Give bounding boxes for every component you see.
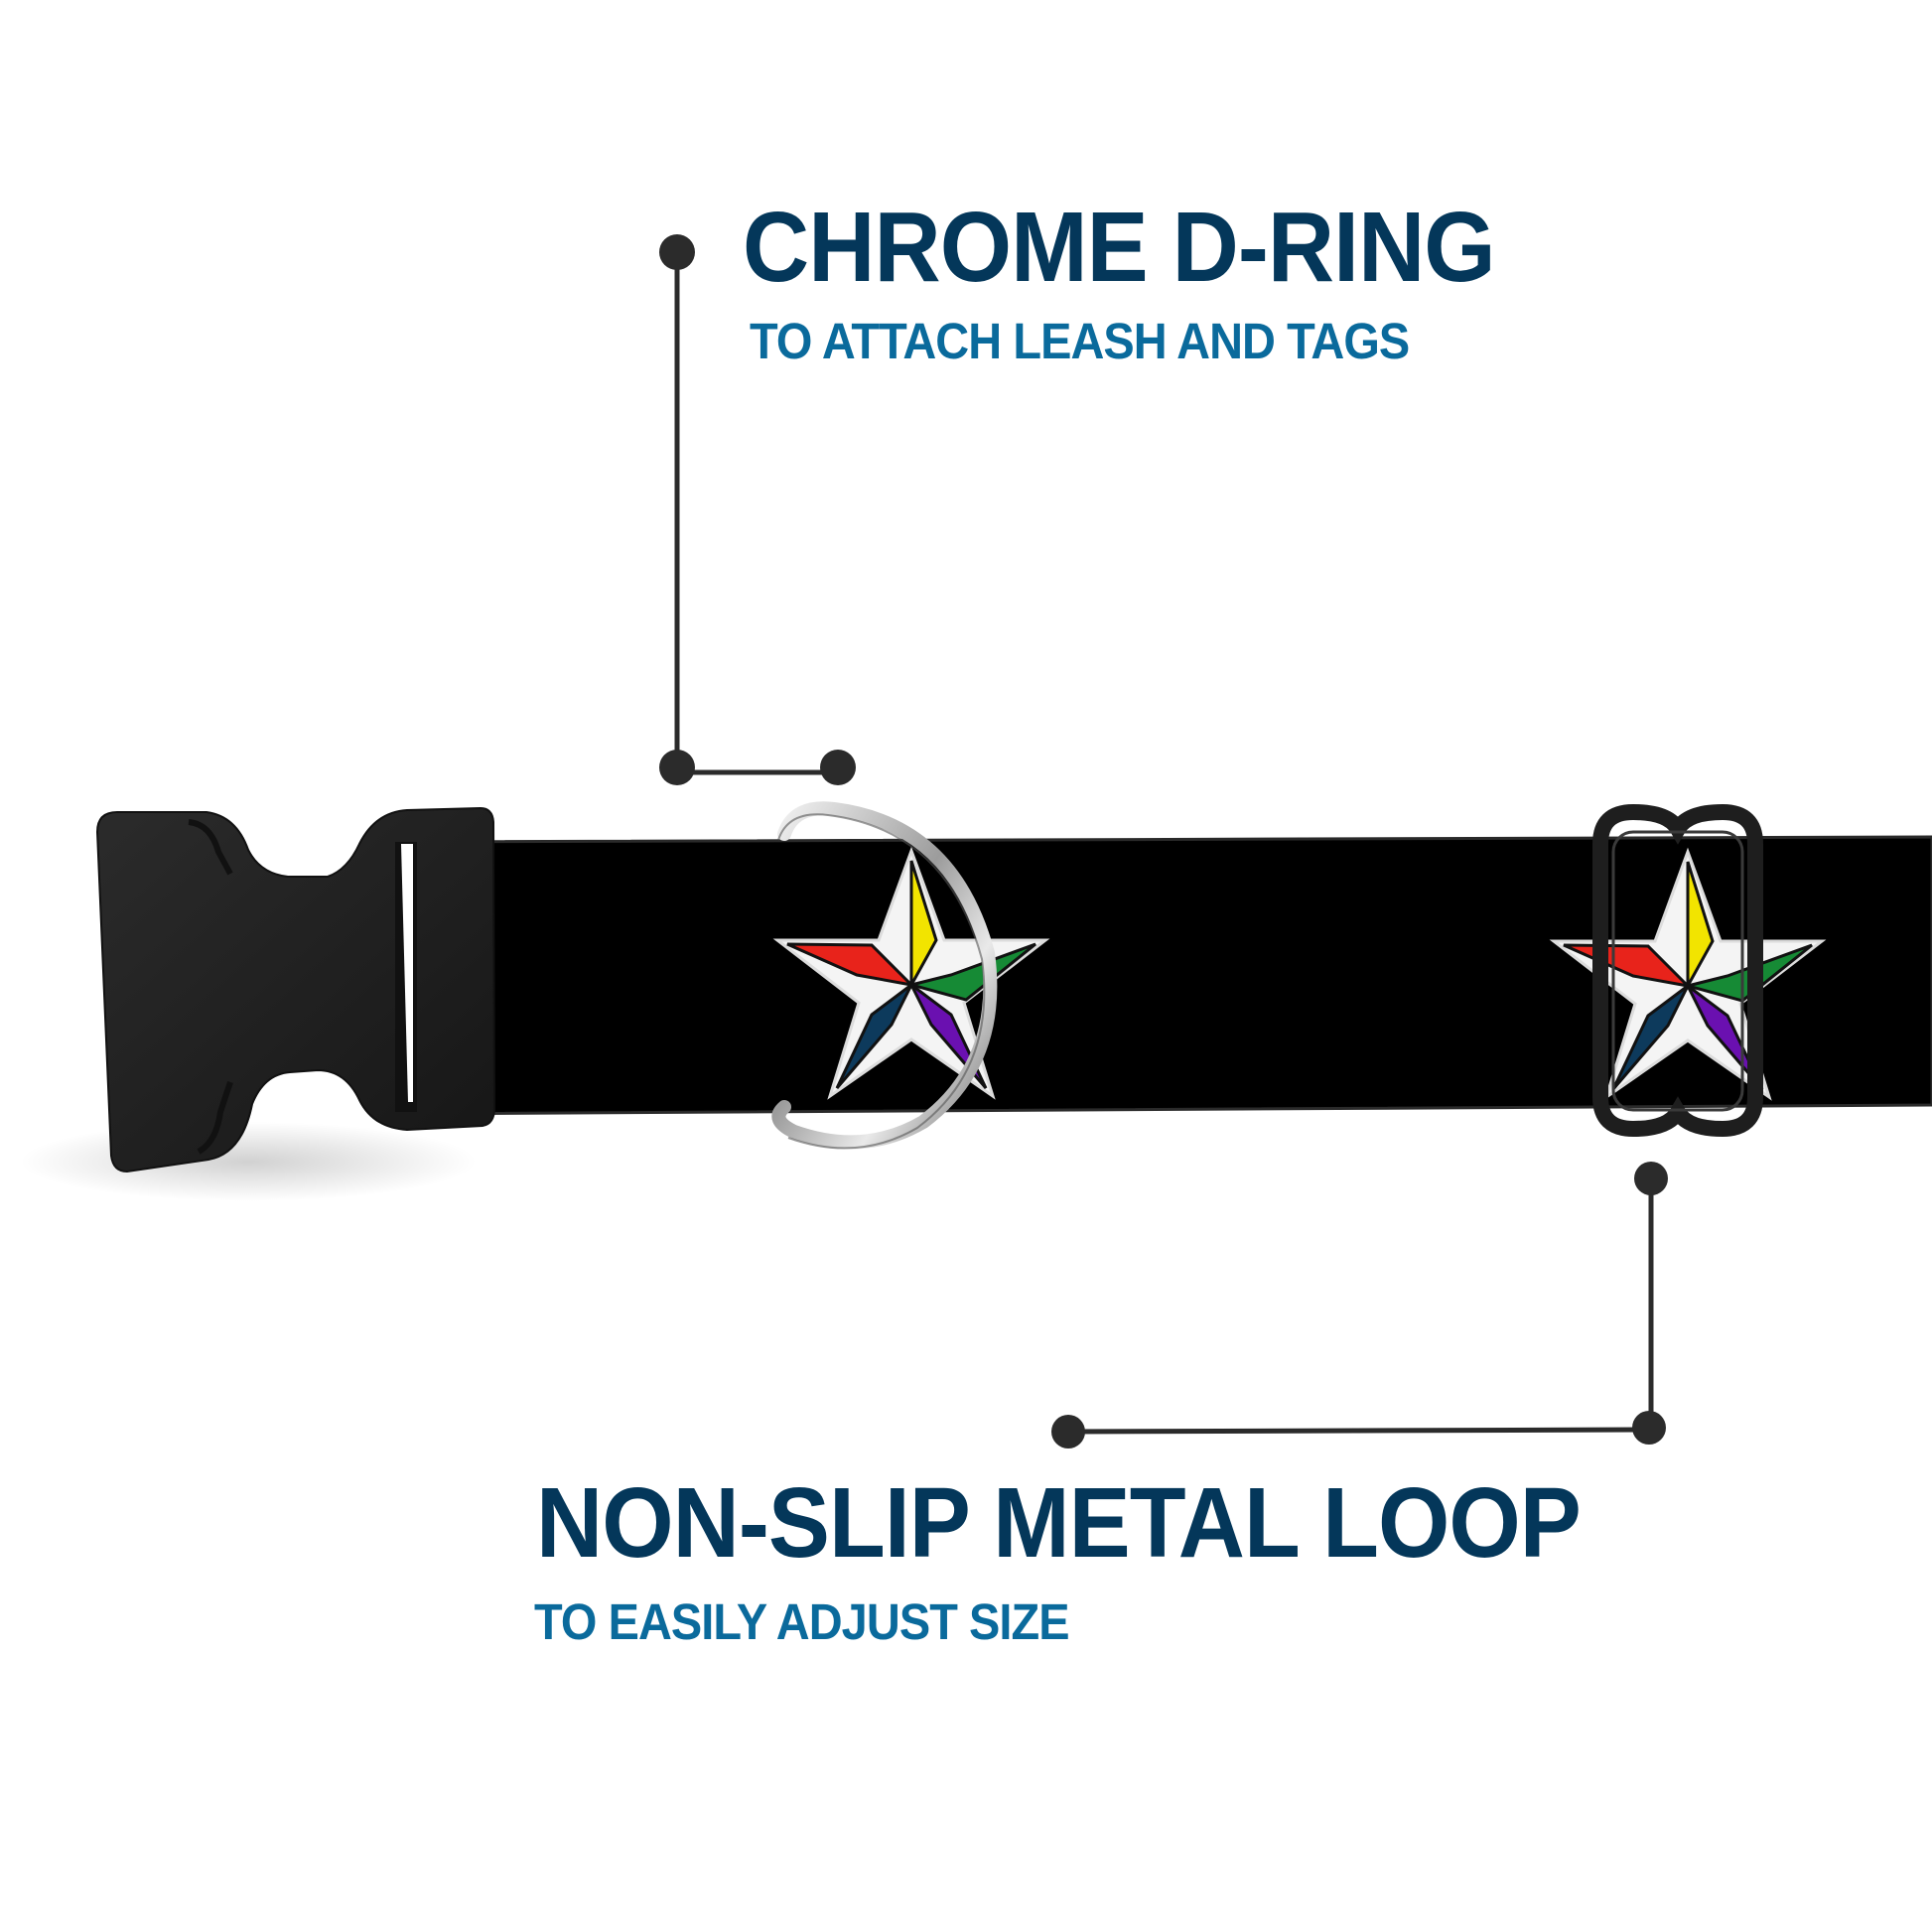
callout-dot bbox=[820, 750, 856, 785]
d-ring-heading: CHROME D-RING bbox=[743, 192, 1496, 303]
d-ring-callout-connector bbox=[659, 234, 856, 785]
callout-dot bbox=[659, 234, 695, 270]
slide-loop bbox=[1592, 803, 1763, 1138]
d-ring-subheading: TO ATTACH LEASH AND TAGS bbox=[750, 313, 1410, 369]
callout-dot bbox=[1632, 1411, 1666, 1445]
metal-loop-heading: NON-SLIP METAL LOOP bbox=[536, 1467, 1582, 1579]
callout-dot bbox=[1051, 1415, 1085, 1449]
chrome-d-ring bbox=[771, 801, 998, 1150]
callout-dot bbox=[1634, 1162, 1668, 1195]
callout-dot bbox=[659, 750, 695, 785]
side-release-buckle bbox=[95, 806, 496, 1173]
buckle-shadow bbox=[20, 1122, 477, 1201]
metal-loop-subheading: TO EASILY ADJUST SIZE bbox=[534, 1593, 1070, 1650]
loop-callout-connector bbox=[1051, 1162, 1668, 1449]
